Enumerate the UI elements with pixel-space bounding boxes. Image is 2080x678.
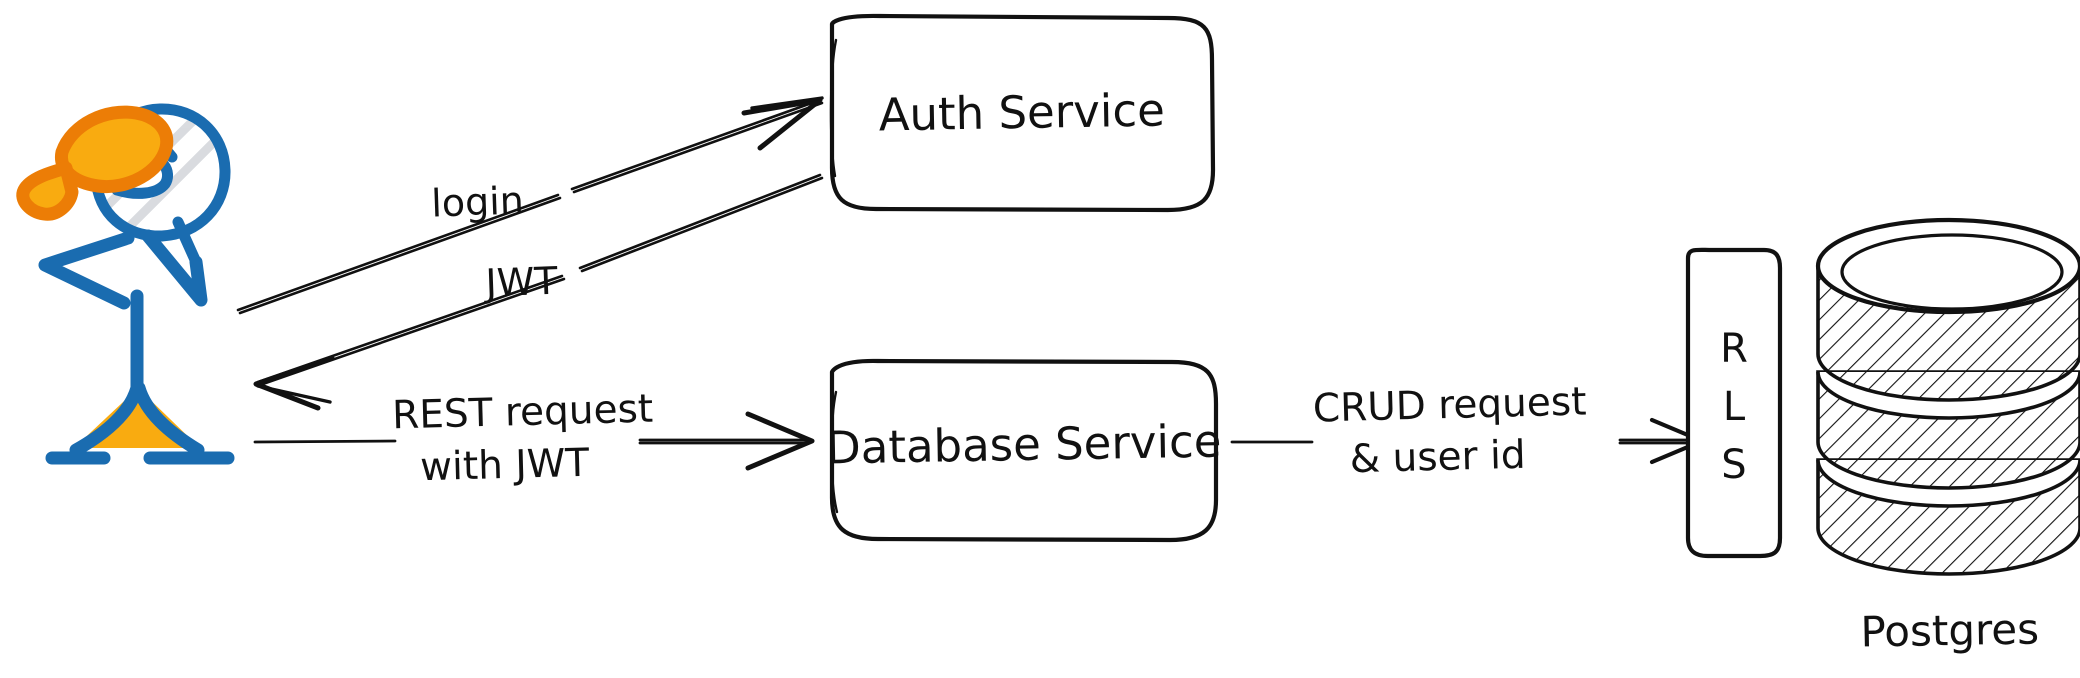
auth-service-box-sketch	[829, 38, 838, 178]
login-edge	[236, 96, 824, 315]
postgres-node[interactable]	[1815, 217, 2080, 576]
user-stick-figure	[16, 103, 235, 465]
smile	[111, 159, 173, 199]
left-leg	[69, 381, 144, 457]
auth-service-node[interactable]	[829, 13, 1216, 213]
crud-label-line1: CRUD request	[1312, 379, 1587, 431]
rest-label-line1: REST request	[392, 387, 654, 439]
rest-label-line2: with JWT	[420, 441, 590, 490]
rls-letter-r: R	[1720, 326, 1748, 372]
hat	[55, 105, 174, 194]
auth-service-box[interactable]	[829, 13, 1216, 213]
right-leg	[132, 381, 205, 457]
rls-letter-l: L	[1723, 384, 1746, 430]
postgres-label: Postgres	[1860, 604, 2039, 656]
left-arm	[38, 231, 135, 310]
database-service-box[interactable]	[829, 358, 1219, 543]
postgres-top-inner-ellipse	[1840, 233, 2064, 311]
neck	[172, 216, 202, 268]
rls-node[interactable]	[1685, 247, 1783, 559]
jwt-edge	[253, 173, 824, 411]
hat-bow	[16, 161, 79, 221]
crud-label-line2: & user id	[1349, 433, 1526, 483]
auth-service-label: Auth Service	[878, 84, 1165, 142]
login-label: login	[431, 178, 525, 225]
database-service-label: Database Service	[826, 415, 1222, 475]
rls-letter-s: S	[1721, 442, 1746, 488]
right-arm	[141, 229, 208, 307]
rls-box[interactable]	[1685, 247, 1783, 559]
jwt-label: JWT	[483, 259, 559, 306]
database-service-box-sketch	[830, 390, 839, 514]
database-service-node[interactable]	[829, 358, 1219, 543]
rest-edge	[253, 411, 815, 471]
